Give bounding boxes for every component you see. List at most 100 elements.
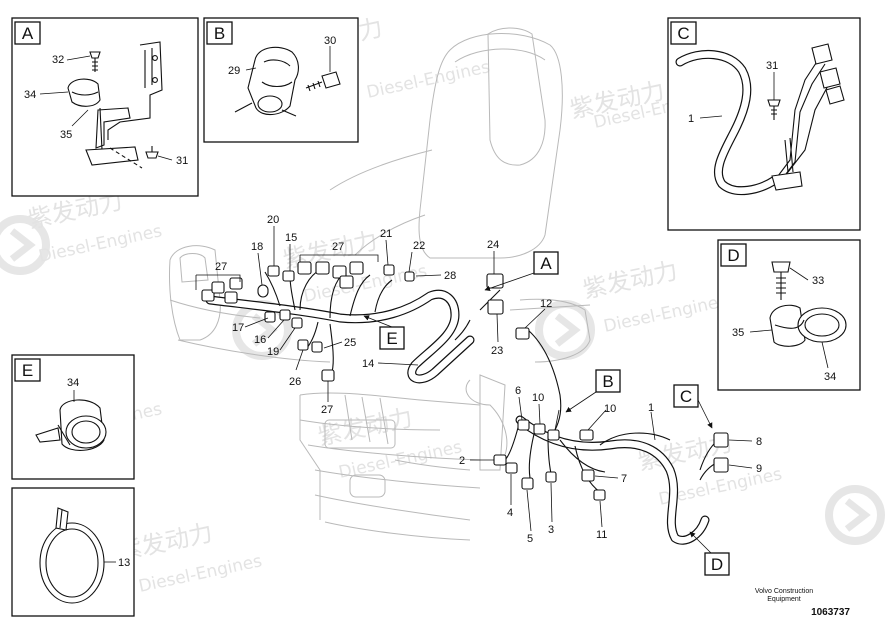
- connector: [383, 264, 395, 276]
- callout-17: 17: [232, 322, 244, 334]
- connector: [713, 432, 729, 448]
- detail-box-E: E 34: [11, 354, 135, 480]
- connector: [315, 261, 330, 275]
- callout-35: 35: [732, 327, 744, 339]
- callout-27: 27: [332, 241, 344, 253]
- connector: [505, 462, 518, 474]
- svg-text:A: A: [22, 24, 34, 43]
- connector: [224, 291, 238, 304]
- callout-31: 31: [766, 60, 778, 72]
- view-marker-B: B: [565, 369, 621, 413]
- connector: [282, 270, 295, 282]
- callout-6: 6: [515, 385, 521, 397]
- callout-11: 11: [596, 529, 607, 541]
- callout-7: 7: [621, 473, 627, 485]
- callout-25: 25: [344, 337, 356, 349]
- view-marker-A: A: [484, 251, 559, 291]
- connector: [311, 341, 323, 353]
- svg-text:D: D: [727, 246, 739, 265]
- callout-35: 35: [60, 129, 72, 141]
- connector: [339, 275, 354, 289]
- view-marker-E: E: [363, 315, 405, 350]
- watermark-logo-icon: [825, 485, 885, 545]
- connector: [211, 281, 225, 294]
- callout-8: 8: [756, 436, 762, 448]
- connector: [593, 489, 606, 501]
- callout-4: 4: [507, 507, 513, 519]
- callout-5: 5: [527, 533, 533, 545]
- callout-15: 15: [285, 232, 297, 244]
- watermark-logo-icon: [0, 215, 50, 275]
- callout-32: 32: [52, 54, 64, 66]
- callout-10: 10: [604, 403, 616, 415]
- callout-26: 26: [289, 376, 301, 388]
- callout-31: 31: [176, 155, 188, 167]
- connector: [493, 454, 507, 466]
- connector: [229, 277, 243, 290]
- callout-27: 27: [215, 261, 227, 273]
- callout-19: 19: [267, 346, 279, 358]
- connector: [517, 419, 530, 431]
- connectors: [201, 261, 729, 501]
- view-marker-D: D: [689, 531, 730, 576]
- svg-text:B: B: [602, 372, 613, 391]
- callout-27: 27: [321, 404, 333, 416]
- callout-29: 29: [228, 65, 240, 77]
- callout-28: 28: [444, 270, 456, 282]
- callout-22: 22: [413, 240, 425, 252]
- connector: [581, 469, 595, 482]
- connector: [201, 289, 215, 302]
- callout-30: 30: [324, 35, 336, 47]
- svg-text:B: B: [214, 24, 225, 43]
- brand-label: Volvo Construction Equipment: [724, 588, 844, 604]
- reference-number: 1063737: [811, 607, 850, 618]
- connector: [533, 423, 546, 435]
- connector: [545, 471, 557, 483]
- connector: [486, 273, 504, 289]
- watermark-cn: 紫发动力: [580, 257, 680, 304]
- svg-text:C: C: [677, 24, 689, 43]
- brand-line-1: Volvo Construction: [754, 588, 814, 595]
- svg-text:E: E: [22, 361, 33, 380]
- callout-12: 12: [540, 298, 552, 310]
- callout-18: 18: [251, 241, 263, 253]
- brand-line-2: Equipment: [767, 596, 801, 603]
- callout-21: 21: [380, 228, 392, 240]
- connector: [579, 429, 594, 441]
- connector: [267, 265, 280, 277]
- seat-drawing: [169, 27, 591, 541]
- detail-box-C: C 31 1: [667, 17, 861, 231]
- callout-34: 34: [24, 89, 36, 101]
- callout-2: 2: [459, 455, 465, 467]
- svg-text:A: A: [540, 254, 552, 273]
- connector: [487, 299, 504, 315]
- detail-box-A: A 32 34 35 31: [11, 17, 199, 197]
- callout-3: 3: [548, 524, 554, 536]
- leader-lines: [195, 226, 753, 532]
- svg-text:C: C: [680, 387, 692, 406]
- connector: [264, 311, 276, 323]
- connector: [279, 309, 291, 321]
- callout-24: 24: [487, 239, 499, 251]
- callout-34: 34: [824, 371, 836, 383]
- view-marker-C: C: [673, 384, 713, 429]
- detail-box-D: D 33 35 34: [717, 239, 861, 391]
- connector: [297, 339, 309, 351]
- connector: [404, 271, 415, 282]
- callout-33: 33: [812, 275, 824, 287]
- svg-text:E: E: [386, 329, 397, 348]
- callout-14: 14: [362, 358, 374, 370]
- callout-10: 10: [532, 392, 544, 404]
- callout-1: 1: [648, 402, 654, 414]
- main-harness: [205, 269, 719, 545]
- detail-box-B: B 29 30: [203, 17, 359, 143]
- callout-16: 16: [254, 334, 266, 346]
- detail-box-cable-tie: 13: [11, 487, 135, 617]
- callout-9: 9: [756, 463, 762, 475]
- connector: [515, 327, 530, 340]
- connector: [547, 429, 560, 441]
- connector: [321, 369, 335, 382]
- connector: [297, 261, 312, 275]
- connector: [257, 284, 269, 298]
